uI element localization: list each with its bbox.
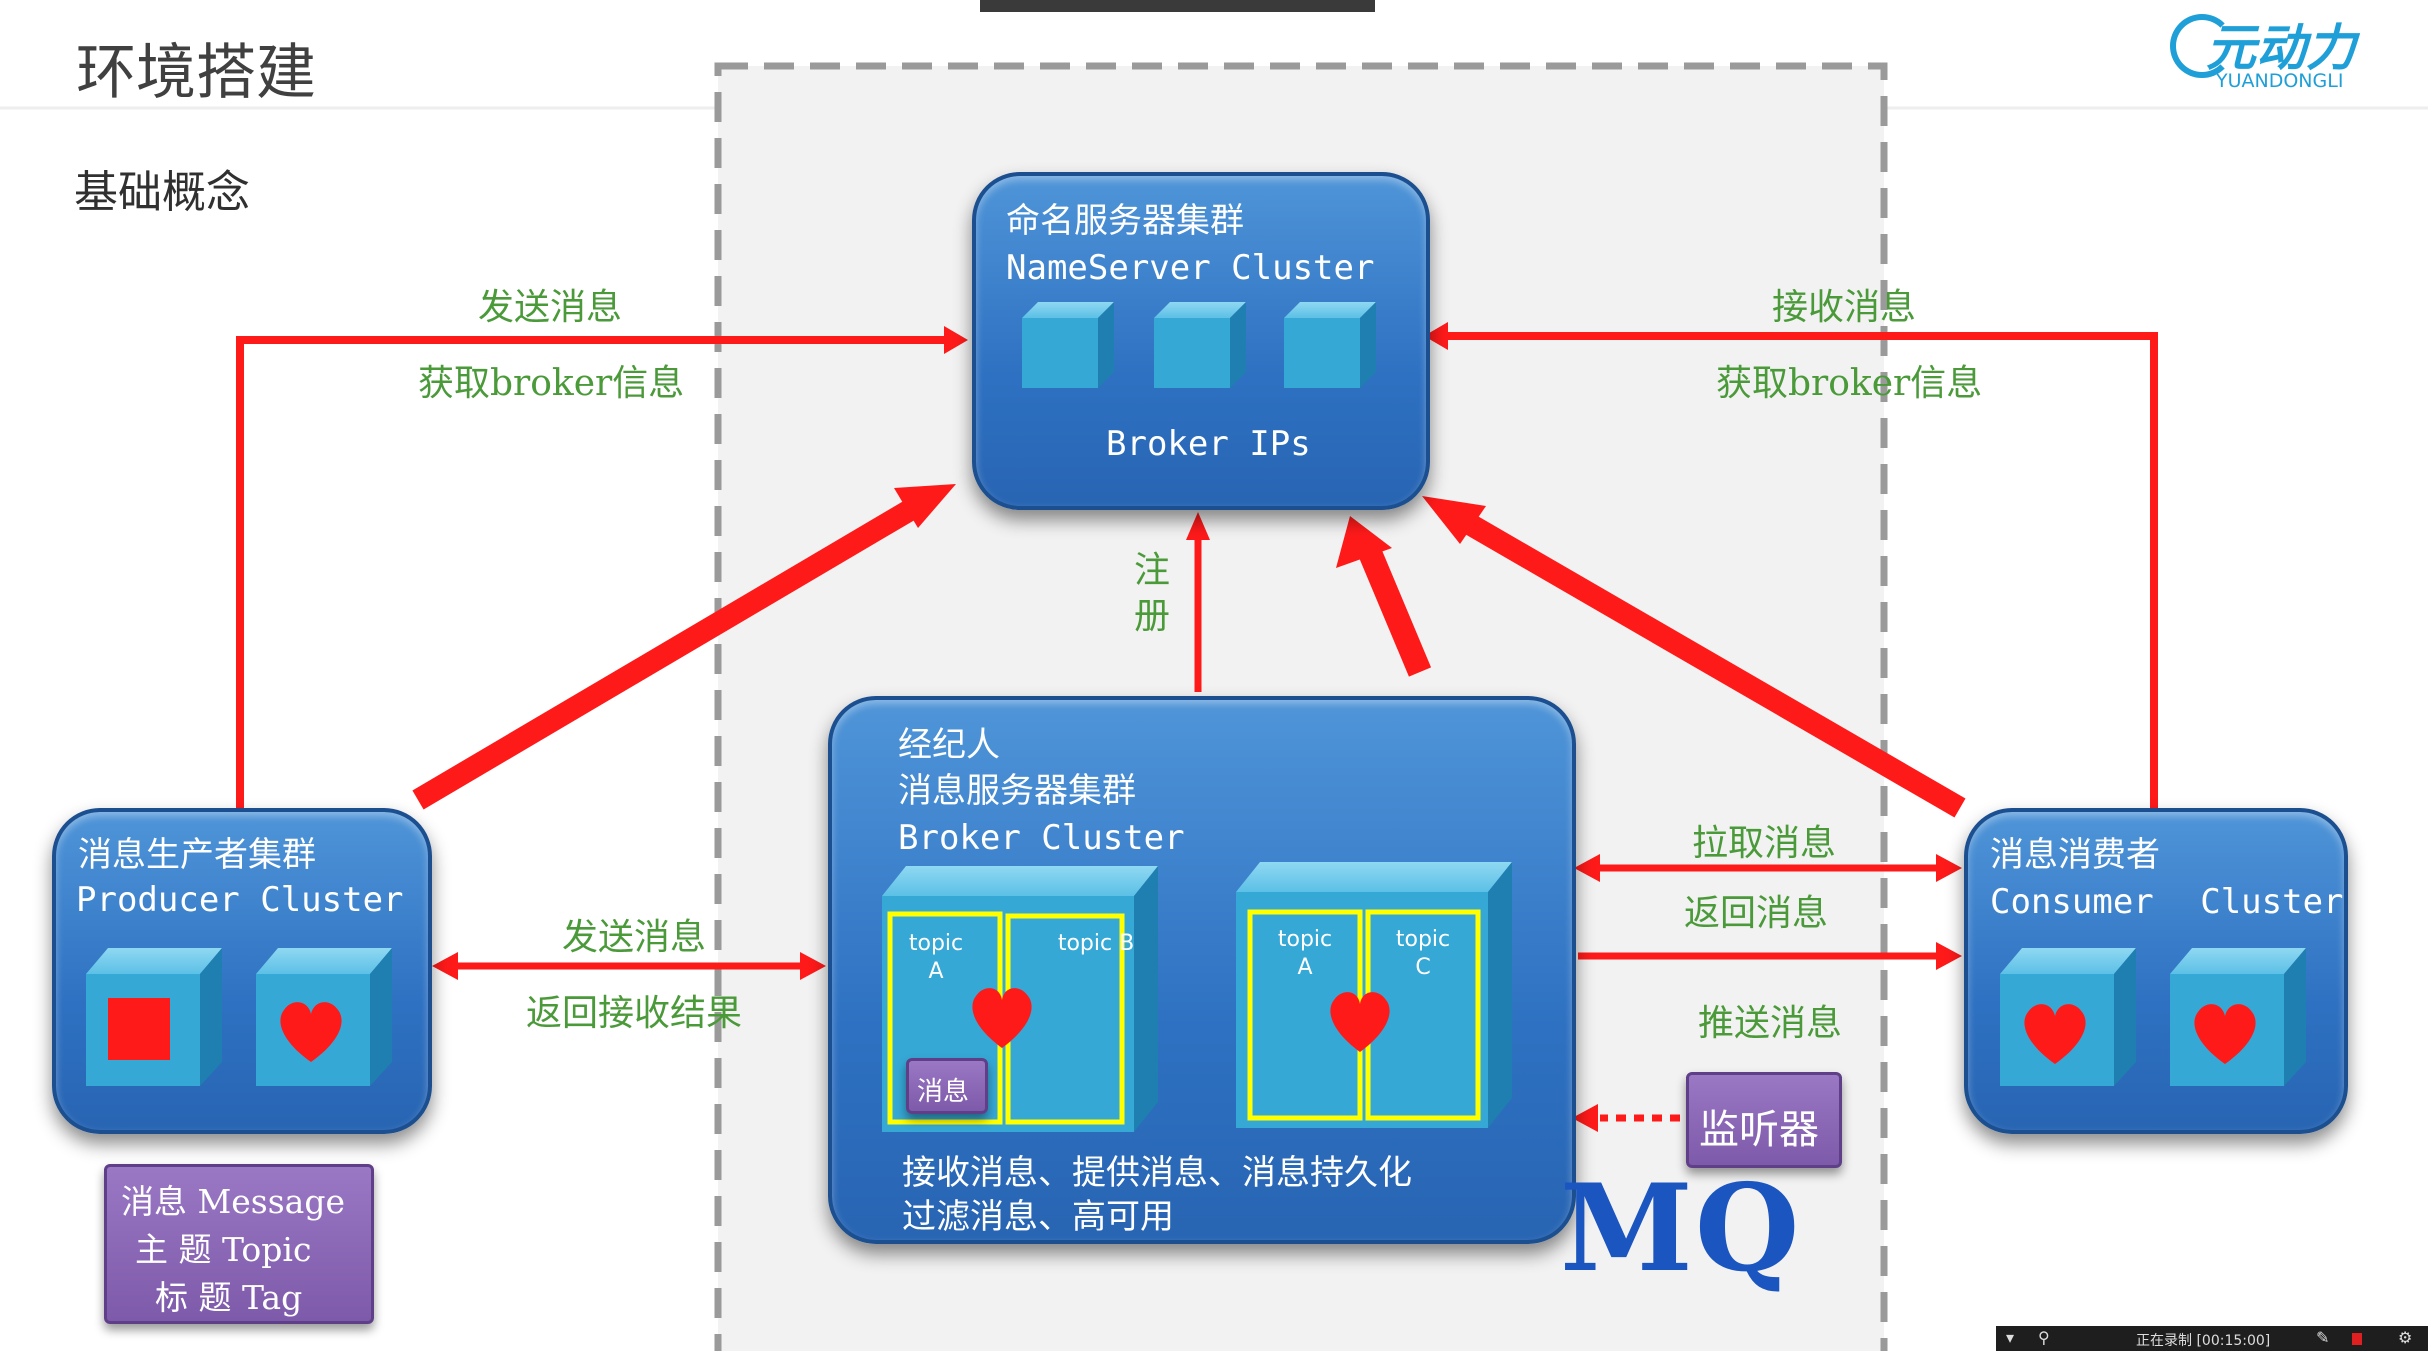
logo-swoosh-icon: [2170, 14, 2234, 78]
consumer-to-nameserver-line: [1442, 332, 2158, 808]
broker-title-line2: 消息服务器集群: [898, 771, 1136, 811]
label-producer-send: 发送消息: [562, 917, 707, 958]
label-return-message: 返回消息: [1684, 893, 1829, 934]
consumer-title-en: Consumer Cluster: [1990, 882, 2344, 922]
broker-heartbeat-arrowhead: [1336, 516, 1392, 568]
toolbar-pen-icon[interactable]: ✎: [2316, 1328, 2330, 1347]
top-bar: [980, 0, 1375, 12]
label-producer-return: 返回接收结果: [526, 993, 743, 1034]
producer-cluster-node: 消息生产者集群 Producer Cluster: [52, 808, 432, 1134]
toolbar-settings-icon[interactable]: ⚙: [2398, 1328, 2413, 1347]
toolbar-stop-icon[interactable]: [2352, 1333, 2362, 1345]
logo-subtext: YUANDONGLI: [2216, 70, 2344, 92]
consumer-heartbeat-arrowhead: [1422, 496, 1486, 544]
label-left-get-broker: 获取broker信息: [418, 363, 685, 404]
nameserver-footer: Broker IPs: [1106, 424, 1311, 464]
consumer-title-cn: 消息消费者: [1990, 835, 2160, 875]
legend-row-message: 消息 Message: [121, 1182, 346, 1221]
listener-box: 监听器: [1686, 1072, 1842, 1168]
toolbar-menu-icon[interactable]: ▾: [2006, 1328, 2015, 1347]
listener-label: 监听器: [1699, 1107, 1819, 1153]
broker-heartbeat-arrow: [1356, 543, 1432, 677]
nameserver-title-en: NameServer Cluster: [1006, 248, 1375, 288]
label-left-send: 发送消息: [478, 287, 623, 328]
topic-label: topic A: [908, 931, 964, 984]
logo-text: 元动力: [2206, 19, 2356, 77]
label-right-receive: 接收消息: [1772, 287, 1917, 328]
nameserver-title-cn: 命名服务器集群: [1006, 201, 1244, 241]
pull-arrowhead-right: [1936, 854, 1962, 882]
broker-title-line1: 经纪人: [898, 725, 1000, 765]
message-badge-label: 消息: [917, 1077, 970, 1107]
legend-row-topic: 主 题 Topic: [135, 1230, 312, 1269]
topic-label: topic C: [1395, 927, 1451, 980]
producer-title-cn: 消息生产者集群: [78, 835, 316, 875]
label-right-get-broker: 获取broker信息: [1716, 363, 1983, 404]
mq-region-label: MQ: [1560, 1158, 1802, 1299]
section-subtitle: 基础概念: [74, 167, 250, 218]
toolbar-search-icon[interactable]: ⚲: [2038, 1328, 2050, 1347]
listener-arrowhead: [1572, 1104, 1598, 1132]
producer-heartbeat-arrow: [412, 500, 916, 810]
producer-heartbeat-arrowhead: [894, 484, 956, 528]
pull-arrowhead-left: [1574, 854, 1600, 882]
producer-broker-arrowhead-right: [800, 952, 826, 980]
consumer-heartbeat-arrow: [1460, 512, 1966, 818]
producer-broker-arrowhead-left: [432, 952, 458, 980]
register-arrowhead: [1186, 512, 1210, 540]
label-pull: 拉取消息: [1692, 823, 1837, 864]
producer-to-nameserver-arrowhead: [944, 326, 968, 354]
producer-to-nameserver-line: [236, 336, 948, 808]
legend-row-tag: 标 题 Tag: [155, 1278, 303, 1317]
broker-description-line2: 过滤消息、高可用: [902, 1197, 1174, 1237]
broker-title-line3: Broker Cluster: [898, 818, 1185, 858]
topic-label: topic B: [1057, 931, 1135, 956]
nameserver-cluster-node: 命名服务器集群 NameServer Cluster Broker IPs: [972, 172, 1430, 510]
legend-box: 消息 Message 主 题 Topic 标 题 Tag: [104, 1164, 374, 1324]
producer-title-en: Producer Cluster: [76, 880, 404, 920]
recording-toolbar[interactable]: ▾ ⚲ 正在录制 [00:15:00] ✎ ⚙: [1996, 1326, 2428, 1351]
topic-label: topic A: [1277, 927, 1333, 980]
consumer-to-nameserver-arrowhead: [1424, 322, 1448, 350]
push-arrowhead: [1936, 942, 1962, 970]
label-register: 注册: [1134, 550, 1171, 637]
page-title: 环境搭建: [76, 38, 316, 108]
broker-description-line1: 接收消息、提供消息、消息持久化: [902, 1153, 1412, 1193]
recording-status-text: 正在录制 [00:15:00]: [2136, 1333, 2271, 1349]
label-push: 推送消息: [1698, 1003, 1843, 1044]
message-badge: 消息: [906, 1058, 988, 1114]
consumer-cluster-node: 消息消费者 Consumer Cluster: [1964, 808, 2348, 1134]
brand-logo: 元动力 YUANDONGLI: [2170, 8, 2380, 98]
